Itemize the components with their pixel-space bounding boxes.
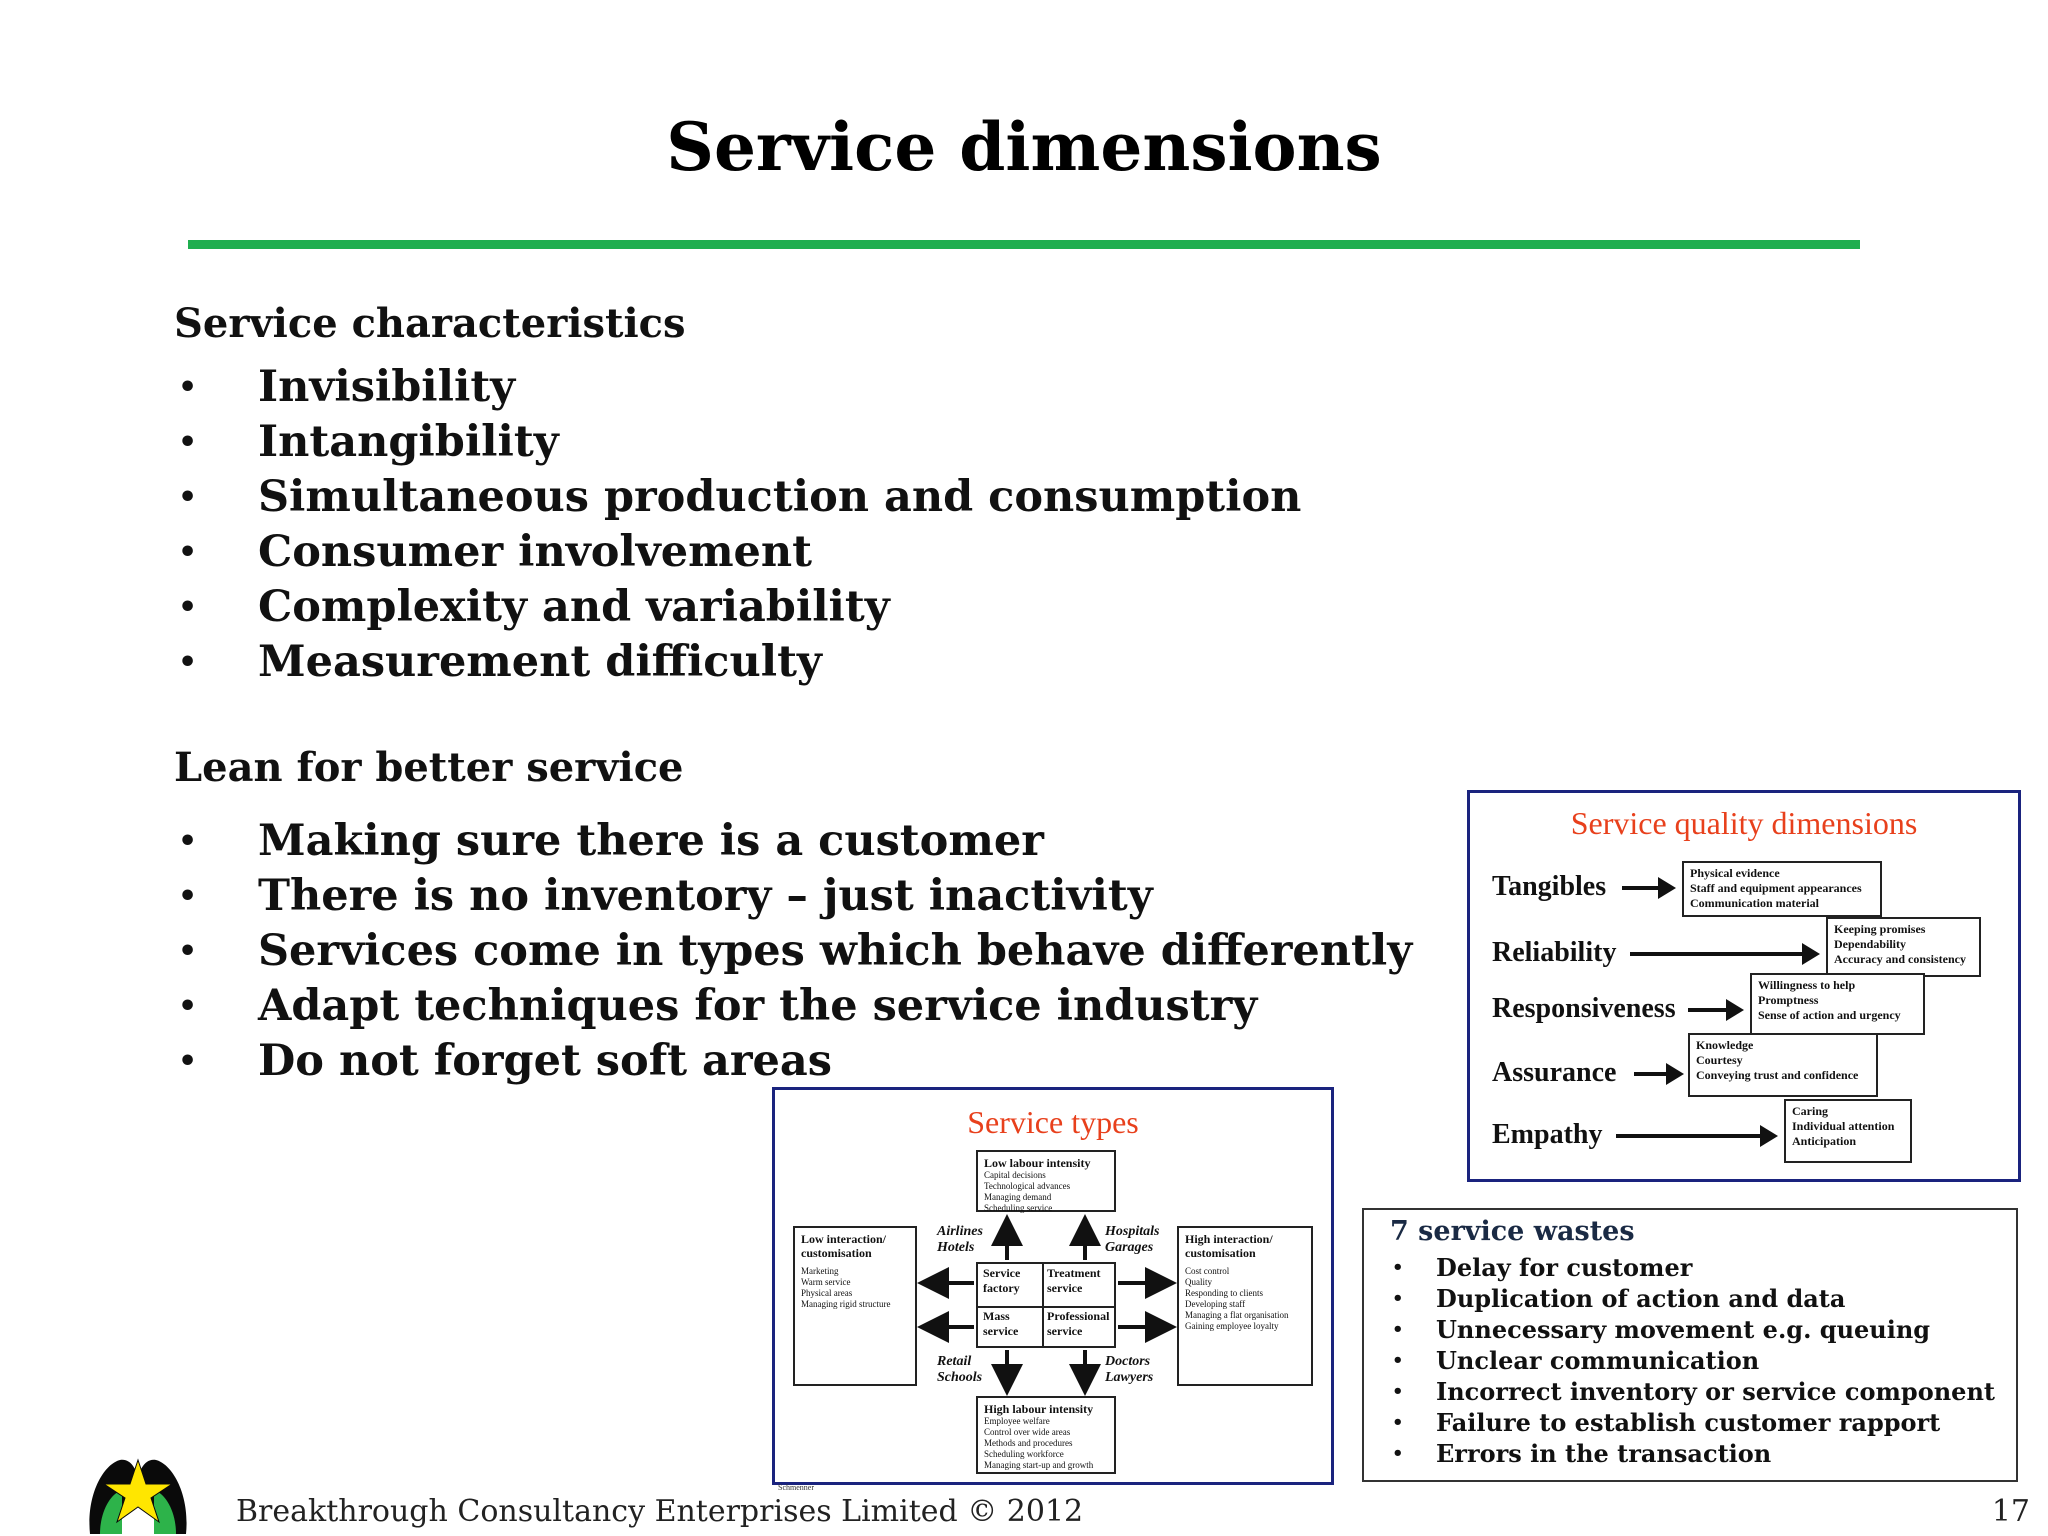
list-item: •Invisibility — [178, 362, 516, 412]
characteristics-list: •Invisibility •Intangibility •Simultaneo… — [174, 360, 1301, 690]
list-item: •Incorrect inventory or service componen… — [1392, 1377, 1995, 1406]
slide-title: Service dimensions — [666, 108, 1382, 186]
service-wastes-title: 7 service wastes — [1390, 1216, 1635, 1247]
service-wastes-box: 7 service wastes •Delay for customer •Du… — [1362, 1208, 2018, 1482]
arrow-right-icon — [1634, 1063, 1684, 1085]
footer-copyright: Breakthrough Consultancy Enterprises Lim… — [236, 1494, 1084, 1529]
list-item: •Complexity and variability — [178, 582, 890, 632]
list-item: •Services come in types which behave dif… — [178, 926, 1413, 976]
company-logo-icon — [89, 1458, 187, 1534]
title-underline — [188, 240, 1860, 249]
list-item: •Adapt techniques for the service indust… — [178, 981, 1258, 1031]
page-number: 17 — [1991, 1494, 2030, 1529]
lean-list: •Making sure there is a customer •There … — [174, 814, 1412, 1089]
service-quality-figure: Service quality dimensions Tangibles Phy… — [1467, 790, 2021, 1182]
dimension-label: Tangibles — [1492, 871, 1607, 902]
lean-heading: Lean for better service — [174, 744, 684, 791]
list-item: •Consumer involvement — [178, 527, 813, 577]
service-types-figure: Service types Low labour intensity Capit… — [772, 1087, 1334, 1485]
arrow-right-icon — [1630, 943, 1820, 965]
list-item: •Unclear communication — [1392, 1346, 1760, 1375]
list-item: •Intangibility — [178, 417, 559, 467]
list-item: •Errors in the transaction — [1392, 1439, 1772, 1468]
list-item: •Do not forget soft areas — [178, 1036, 832, 1086]
dimension-label: Reliability — [1492, 937, 1617, 968]
service-quality-title: Service quality dimensions — [1570, 805, 1918, 841]
dimension-label: Responsiveness — [1492, 993, 1676, 1024]
dimension-label: Assurance — [1492, 1057, 1617, 1088]
high-interaction-box: High interaction/customisation Cost cont… — [1177, 1226, 1313, 1386]
arrow-right-icon — [1688, 999, 1744, 1021]
list-item: •Unnecessary movement e.g. queuing — [1392, 1315, 1931, 1344]
dimension-label: Empathy — [1492, 1119, 1603, 1150]
list-item: •There is no inventory – just inactivity — [178, 871, 1153, 921]
arrow-right-icon — [1616, 1125, 1778, 1147]
service-process-matrix — [976, 1262, 1116, 1348]
figure-credit: Schmenner — [778, 1483, 814, 1492]
list-item: •Failure to establish customer rapport — [1392, 1408, 1941, 1437]
list-item: •Delay for customer — [1392, 1253, 1693, 1282]
arrow-right-icon — [1622, 877, 1676, 899]
list-item: •Making sure there is a customer — [178, 816, 1044, 866]
characteristics-heading: Service characteristics — [174, 300, 686, 347]
service-wastes-list: •Delay for customer •Duplication of acti… — [1392, 1252, 1995, 1469]
list-item: •Measurement difficulty — [178, 637, 822, 687]
list-item: •Simultaneous production and consumption — [178, 472, 1302, 522]
service-types-title: Service types — [967, 1104, 1139, 1140]
list-item: •Duplication of action and data — [1392, 1284, 1846, 1313]
service-types-arrows — [917, 1214, 1177, 1396]
